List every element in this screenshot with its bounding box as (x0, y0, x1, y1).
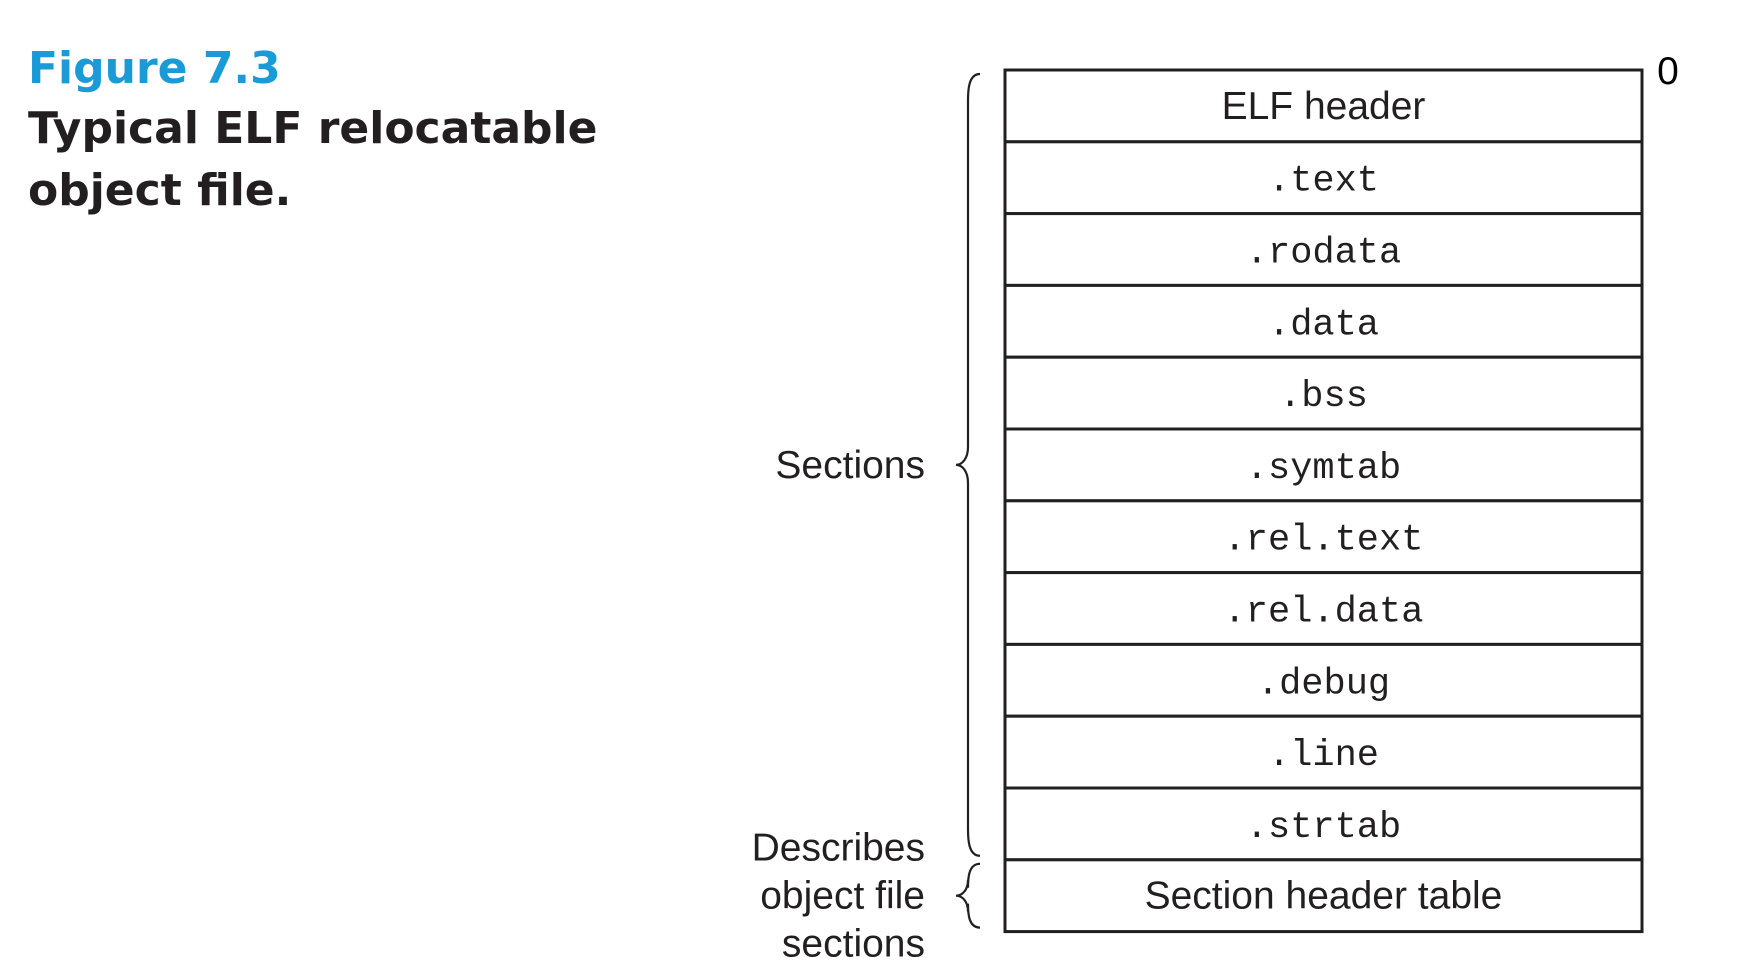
row-elf-header: ELF header (1003, 68, 1644, 144)
row-text: .text (1003, 140, 1644, 216)
row-box (1003, 786, 1644, 862)
row-label: .data (1268, 304, 1379, 346)
row-label: .rel.text (1224, 520, 1424, 562)
row-symtab: .symtab (1003, 427, 1644, 503)
row-box (1003, 858, 1644, 934)
row-label: .text (1268, 161, 1379, 203)
row-rel-data: .rel.data (1003, 571, 1644, 646)
row-label: .rel.data (1224, 592, 1424, 634)
row-label: .debug (1257, 663, 1390, 705)
row-box (1003, 571, 1644, 646)
group-label-line: Describes (752, 827, 925, 870)
figure-title: Typical ELF relocatable object file. (28, 103, 598, 216)
row-box (1003, 212, 1644, 287)
row-label: Section header table (1145, 875, 1503, 918)
row-bss: .bss (1003, 355, 1644, 431)
group-label-line: object file (760, 875, 925, 918)
row-data: .data (1003, 283, 1644, 359)
row-box (1003, 68, 1644, 144)
row-section-header-table: Section header table (1003, 858, 1644, 934)
section-header-group: Describes object file sections (752, 827, 981, 966)
row-line: .line (1003, 714, 1644, 790)
brace (955, 72, 981, 857)
row-label: .rodata (1246, 233, 1401, 275)
row-label: ELF header (1222, 85, 1426, 128)
row-label: .symtab (1246, 448, 1401, 490)
row-rel-text: .rel.text (1003, 499, 1644, 575)
row-box (1003, 499, 1644, 575)
brace (955, 862, 981, 929)
row-label: .line (1268, 735, 1379, 777)
offset-zero-label: 0 (1657, 50, 1679, 93)
section-rows: ELF header .text .rodata .data .bss .symtab .r… (1003, 68, 1644, 934)
figure-number: Figure 7.3 (28, 43, 281, 94)
row-box (1003, 714, 1644, 790)
group-label-line: Sections (775, 444, 925, 487)
row-label: .strtab (1246, 807, 1401, 849)
row-box (1003, 140, 1644, 216)
row-box (1003, 427, 1644, 503)
row-box (1003, 283, 1644, 359)
row-strtab: .strtab (1003, 786, 1644, 862)
row-debug: .debug (1003, 642, 1644, 718)
row-label: .bss (1279, 376, 1368, 418)
row-rodata: .rodata (1003, 212, 1644, 287)
figure-caption: Figure 7.3 Typical ELF relocatable objec… (28, 40, 648, 222)
sections-group: Sections (775, 72, 981, 857)
group-label-line: sections (782, 923, 925, 966)
row-box (1003, 355, 1644, 431)
row-box (1003, 642, 1644, 718)
